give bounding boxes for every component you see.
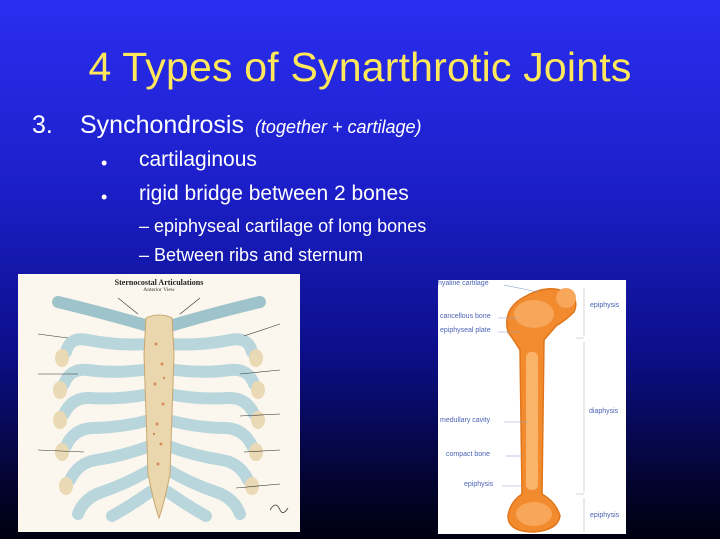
- figure-title: Sternocostal Articulations: [114, 278, 204, 287]
- label-diaphysis: diaphysis: [589, 408, 619, 415]
- long-bone-figure: hyaline cartilage cancellous bone epiphy…: [438, 280, 626, 534]
- list-number: 3.: [32, 111, 53, 139]
- label-medullary-cavity: medullary cavity: [440, 417, 491, 424]
- long-bone-illustration: [498, 284, 585, 533]
- slide-title: 4 Types of Synarthrotic Joints: [88, 44, 632, 90]
- label-compact-bone: compact bone: [446, 451, 490, 458]
- list-item-synchondrosis: Synchondrosis (together + cartilage): [80, 111, 422, 140]
- label-epiphysis-bottom: epiphysis: [590, 512, 620, 519]
- label-epiphyseal-plate: epiphyseal plate: [440, 327, 491, 334]
- label-hyaline-cartilage: hyaline cartilage: [438, 280, 489, 287]
- bullet-dot-icon: •: [101, 153, 108, 173]
- sternocostal-figure: Sternocostal Articulations Anterior View: [18, 274, 300, 532]
- sub-bullet-epiphyseal: – epiphyseal cartilage of long bones: [139, 216, 427, 236]
- label-epiphysis-top: epiphysis: [590, 302, 620, 309]
- bullet-dot-icon: •: [101, 187, 108, 207]
- label-cancellous-bone: cancellous bone: [440, 313, 491, 320]
- label-epiphysis-inner: epiphysis: [464, 481, 494, 488]
- item-label: Synchondrosis: [80, 111, 244, 139]
- bullet-cartilaginous: cartilaginous: [139, 148, 257, 171]
- item-note: (together + cartilage): [254, 117, 422, 137]
- ribcage-illustration: [37, 296, 289, 522]
- figure-subtitle: Anterior View: [143, 287, 175, 293]
- bullet-rigid-bridge: rigid bridge between 2 bones: [139, 182, 409, 205]
- sub-bullet-ribs-sternum: – Between ribs and sternum: [139, 245, 364, 265]
